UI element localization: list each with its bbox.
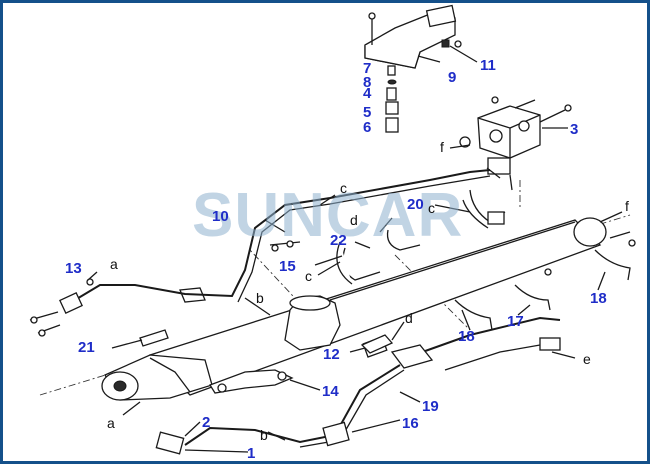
part-label: 9 bbox=[448, 69, 456, 86]
pipe-part-10 bbox=[59, 169, 491, 315]
part-label: 1 bbox=[247, 445, 255, 462]
part-label: 16 bbox=[402, 415, 419, 432]
guide-line bbox=[394, 254, 471, 331]
part-label: 14 bbox=[322, 383, 339, 400]
part-label: 6 bbox=[363, 119, 371, 136]
left-fittings bbox=[29, 278, 94, 337]
ref-letter: f bbox=[440, 139, 444, 155]
watermark-text: SUNCAR bbox=[192, 181, 463, 250]
ref-letter: b bbox=[256, 290, 264, 306]
part-label: 10 bbox=[212, 208, 229, 225]
part-label: 20 bbox=[407, 196, 424, 213]
part-label: 18 bbox=[458, 328, 475, 345]
ref-letter: a bbox=[110, 256, 118, 272]
part-label: 15 bbox=[279, 258, 296, 275]
part-label: 21 bbox=[78, 339, 95, 356]
part-label: 11 bbox=[480, 57, 496, 74]
bracket-part-14 bbox=[209, 369, 294, 394]
part-label: 7 bbox=[363, 60, 371, 77]
reference-letters: a a b b c c c d d e f f bbox=[107, 139, 629, 443]
part-number-labels: 1 2 3 4 5 6 7 8 9 10 11 12 13 14 15 16 1… bbox=[65, 57, 607, 462]
ref-letter: e bbox=[583, 351, 591, 367]
leader-lines bbox=[87, 45, 623, 453]
ref-letter: d bbox=[350, 212, 358, 228]
part-label: 3 bbox=[570, 121, 578, 138]
part-label: 5 bbox=[363, 104, 371, 121]
lower-clamps bbox=[454, 231, 636, 331]
bracket-part-9 bbox=[364, 4, 462, 69]
ref-letter: f bbox=[625, 198, 629, 214]
pipe-part-19 bbox=[155, 364, 405, 455]
part-label: 12 bbox=[323, 346, 340, 363]
part-label: 17 bbox=[507, 313, 524, 330]
part-label: 2 bbox=[202, 414, 210, 431]
part-label: 18 bbox=[590, 290, 607, 307]
part-label: 22 bbox=[330, 232, 347, 249]
ref-letter: b bbox=[260, 427, 268, 443]
pin-stack-parts bbox=[385, 65, 399, 133]
plate-part-12 bbox=[360, 334, 394, 354]
part-label: 4 bbox=[363, 85, 372, 102]
ref-letter: a bbox=[107, 415, 115, 431]
ref-letter: c bbox=[428, 200, 435, 216]
valve-block-part-3 bbox=[459, 96, 572, 191]
label-plate-part-21 bbox=[139, 329, 169, 347]
part-label: 19 bbox=[422, 398, 439, 415]
part-label: 13 bbox=[65, 260, 82, 277]
part-label: 8 bbox=[363, 74, 371, 91]
clamps bbox=[269, 189, 506, 285]
ref-letter: d bbox=[405, 310, 413, 326]
ref-letter: c bbox=[340, 180, 347, 196]
ref-letter: c bbox=[305, 268, 312, 284]
